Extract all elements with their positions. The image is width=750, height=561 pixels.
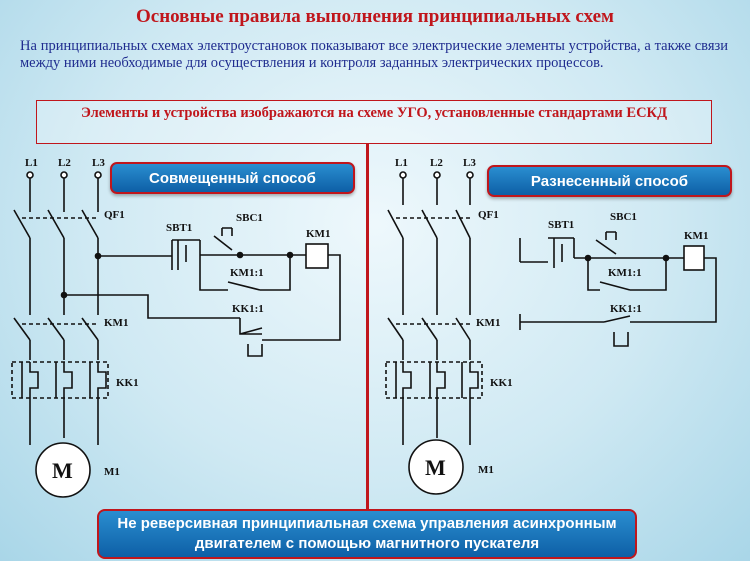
right-diagram: L1 L2 L3 QF1 KM1 KK1 M M1 SBT1 SBC1 KM1:… <box>385 157 717 495</box>
label-r-qf1: QF1 <box>478 209 499 221</box>
label-qf1: QF1 <box>104 209 125 221</box>
label-m1: M1 <box>104 466 120 478</box>
center-divider <box>366 144 369 516</box>
label-r-sbc1: SBC1 <box>610 211 637 223</box>
label-l2: L2 <box>58 157 71 169</box>
label-sbt1: SBT1 <box>166 222 192 234</box>
label-km1-1: KM1:1 <box>230 267 264 279</box>
label-r-kk1: KK1 <box>490 377 513 389</box>
label-sbc1: SBC1 <box>236 212 263 224</box>
intro-text: На принципиальных схемах электроустаново… <box>20 38 728 71</box>
separated-method-badge: Разнесенный способ <box>487 165 732 197</box>
label-kk1: KK1 <box>116 377 139 389</box>
label-r-sbt1: SBT1 <box>548 219 574 231</box>
combined-method-badge: Совмещенный способ <box>110 162 355 194</box>
r-motor-symbol: M <box>425 455 446 480</box>
label-r-km1-power: KM1 <box>476 317 500 329</box>
label-r-km1-coil: KM1 <box>684 230 708 242</box>
bottom-caption: Не реверсивная принципиальная схема упра… <box>97 509 637 559</box>
label-r-kk1-1: KK1:1 <box>610 303 642 315</box>
label-km1-power: KM1 <box>104 317 128 329</box>
rule-box: Элементы и устройства изображаются на сх… <box>36 100 712 144</box>
label-r-km1-1: KM1:1 <box>608 267 642 279</box>
motor-symbol: M <box>52 458 73 483</box>
label-l1: L1 <box>25 157 38 169</box>
label-r-l1: L1 <box>395 157 408 169</box>
left-diagram: L1 L2 L3 QF1 KM1 KK1 M M1 SBT1 SBC <box>11 157 341 498</box>
page-title: Основные правила выполнения принципиальн… <box>136 6 614 27</box>
label-r-l2: L2 <box>430 157 443 169</box>
label-l3: L3 <box>92 157 105 169</box>
label-km1-coil: KM1 <box>306 228 330 240</box>
label-r-l3: L3 <box>463 157 476 169</box>
label-r-m1: M1 <box>478 464 494 476</box>
label-kk1-1: KK1:1 <box>232 303 264 315</box>
